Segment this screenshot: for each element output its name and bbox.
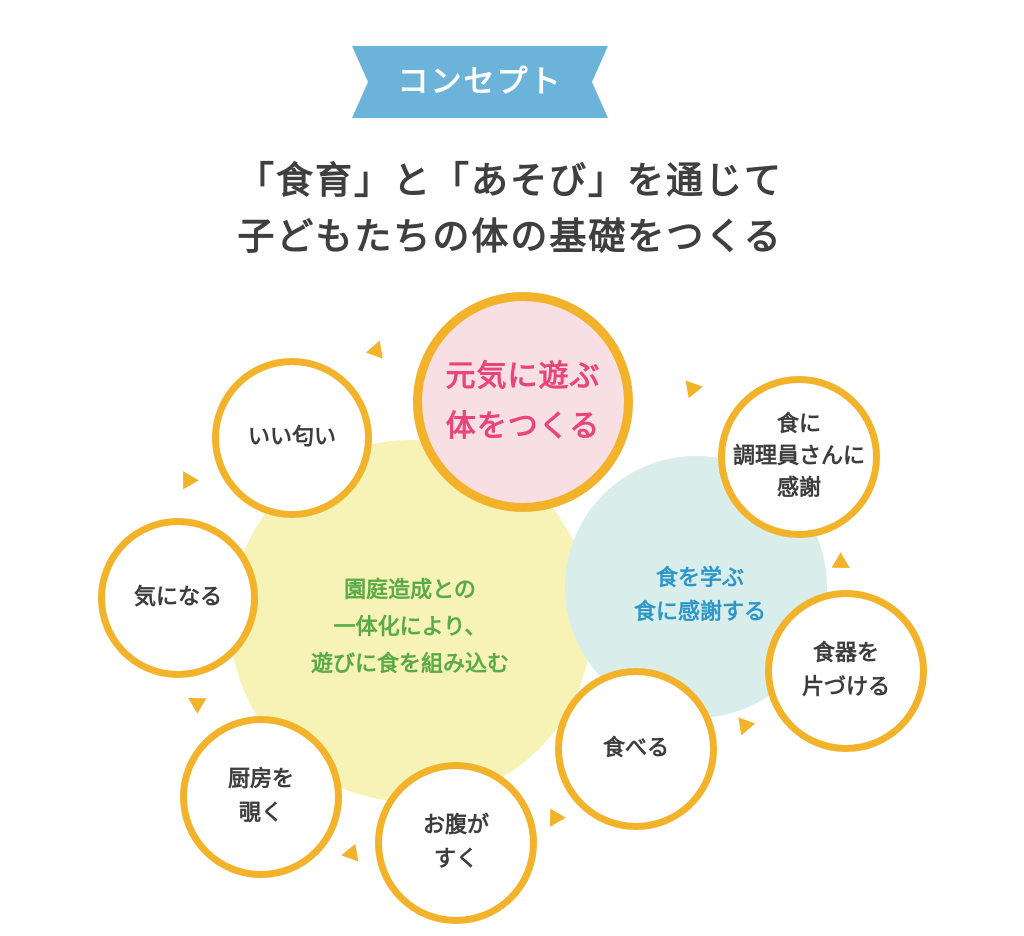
yellow-area-text: 園庭造成との 一体化により、 遊びに食を組み込む [270, 572, 550, 683]
cycle-arrow-icon [339, 843, 359, 865]
cycle-node-hungry: お腹が すく [375, 762, 537, 924]
ribbon-label: コンセプト [397, 64, 563, 100]
cycle-arrow-icon [183, 690, 207, 714]
cycle-node-eat: 食べる [555, 668, 717, 830]
yellow-area-line: 一体化により、 [333, 615, 487, 640]
cycle-node-clear-dishes: 食器を 片づける [765, 590, 927, 752]
cycle-arrow-icon [732, 717, 756, 739]
teal-area-line: 食に感謝する [633, 600, 766, 625]
cycle-arrow-icon [831, 552, 855, 576]
yellow-area-line: 園庭造成との [344, 578, 476, 603]
center-node-line: 元気に遊ぶ [445, 359, 601, 394]
teal-area-text: 食を学ぶ 食に感謝する [600, 562, 800, 630]
cycle-node-line: 食に [776, 412, 821, 437]
cycle-node-line: 気になる [133, 585, 222, 610]
cycle-arrow-icon [365, 337, 389, 359]
cycle-arrow-icon [685, 377, 705, 399]
headline-line-1: 「食育」と「あそび」を通じて [237, 159, 783, 202]
center-node-line: 体をつくる [445, 409, 601, 444]
cycle-node-line: 食べる [602, 736, 669, 761]
teal-area-line: 食を学ぶ [655, 566, 744, 591]
cycle-node-line: すく [433, 847, 478, 872]
cycle-node-line: いい匂い [247, 425, 336, 450]
cycle-node-thank-staff: 食に 調理員さんに 感謝 [718, 376, 880, 538]
cycle-node-line: 片づける [801, 675, 890, 700]
cycle-node-line: 感謝 [776, 476, 821, 501]
cycle-node-line: 厨房を [227, 767, 294, 792]
headline-line-2: 子どもたちの体の基礎をつくる [237, 215, 783, 258]
yellow-area-line: 遊びに食を組み込む [310, 652, 509, 677]
cycle-node-peek-kitchen: 厨房を 覗く [180, 716, 342, 878]
cycle-node-line: お腹が [422, 813, 489, 838]
concept-ribbon: コンセプト [352, 46, 608, 118]
cycle-node-good-smell: いい匂い [212, 358, 372, 518]
cycle-arrow-icon [175, 466, 199, 490]
center-node: 元気に遊ぶ 体をつくる [413, 292, 633, 512]
cycle-node-line: 調理員さんに [732, 444, 865, 469]
ribbon-shape [352, 46, 608, 118]
cycle-node-line: 覗く [238, 801, 283, 826]
cycle-arrow-icon [542, 808, 566, 832]
cycle-node-curious: 気になる [98, 518, 258, 678]
cycle-node-line: 食器を [812, 641, 879, 666]
